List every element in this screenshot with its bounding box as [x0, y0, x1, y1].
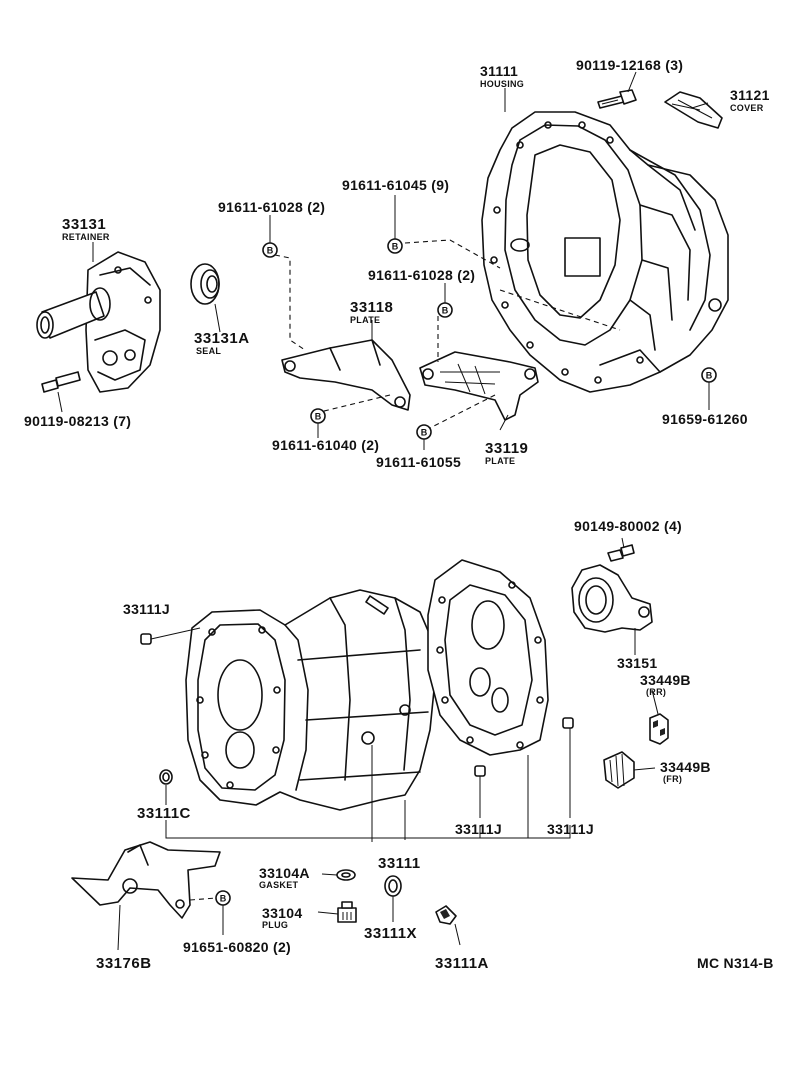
- part-name-33449b-fr: (FR): [663, 774, 682, 784]
- pin-33111j-b-drawing: [474, 765, 486, 777]
- cover-31121-drawing: [664, 91, 723, 129]
- part-number-33131: 33131: [62, 216, 106, 233]
- seal-33131a-drawing: [190, 263, 220, 305]
- part-number-31111: 31111: [480, 63, 518, 79]
- clutch-housing-drawing: [481, 111, 729, 393]
- pin-33111c-drawing: [159, 769, 173, 785]
- bolt-mark-text: B: [315, 412, 322, 422]
- bolt-90149-80002-drawing: [607, 544, 635, 562]
- adapter-plate-drawing: [427, 559, 549, 756]
- part-name-33131a: SEAL: [196, 346, 221, 356]
- part-name-31111: HOUSING: [480, 79, 524, 89]
- part-number-33111a: 33111A: [435, 955, 489, 972]
- part-number-90149-80002: 90149-80002 (4): [574, 518, 682, 534]
- part-number-33449b-fr: 33449B: [660, 759, 711, 775]
- bolt-90119-08213-drawing: [41, 371, 81, 393]
- part-number-90119-12168: 90119-12168 (3): [576, 57, 683, 73]
- plate-33118-drawing: [281, 339, 411, 411]
- pin-33111j-c-drawing: [562, 717, 574, 729]
- retainer-33131-drawing: [36, 251, 161, 393]
- part-number-33104a: 33104A: [259, 865, 310, 881]
- part-name-33119: PLATE: [485, 456, 515, 466]
- bolt-mark-text: B: [267, 246, 274, 256]
- gasket-33104a-drawing: [336, 869, 356, 881]
- part-number-91611-61028-b: 91611-61028 (2): [368, 267, 475, 283]
- bolt-mark-text: B: [421, 428, 428, 438]
- bolt-mark-text: B: [442, 306, 449, 316]
- bolt-mark-91611-61055: B: [416, 424, 432, 440]
- part-number-33111j-c: 33111J: [547, 821, 594, 837]
- part-number-91659-61260: 91659-61260: [662, 411, 748, 427]
- part-number-33118: 33118: [350, 299, 393, 316]
- part-number-31121: 31121: [730, 87, 770, 103]
- part-number-33111j-a: 33111J: [123, 601, 170, 617]
- bolt-mark-text: B: [392, 242, 399, 252]
- bolt-mark-91611-61028-a: B: [262, 242, 278, 258]
- part-name-33449b-rr: (RR): [646, 687, 666, 697]
- part-number-91611-61045: 91611-61045 (9): [342, 177, 449, 193]
- part-name-33104: PLUG: [262, 920, 288, 930]
- sleeve-33449b-fr-drawing: [603, 751, 635, 789]
- part-number-91651-60820: 91651-60820 (2): [183, 939, 291, 955]
- part-name-33104a: GASKET: [259, 880, 299, 890]
- plug-33104-drawing: [337, 901, 357, 923]
- part-number-33176b: 33176B: [96, 955, 152, 972]
- part-number-33151: 33151: [617, 655, 657, 671]
- part-name-33131: RETAINER: [62, 232, 110, 242]
- oring-33111x-drawing: [384, 875, 402, 897]
- bolt-mark-91659-61260: B: [701, 367, 717, 383]
- bearing-retainer-33151-drawing: [571, 564, 653, 633]
- part-number-33131a: 33131A: [194, 330, 250, 347]
- part-number-90119-08213: 90119-08213 (7): [24, 413, 131, 429]
- part-number-91611-61028-a: 91611-61028 (2): [218, 199, 325, 215]
- plug-33111a-drawing: [435, 905, 457, 925]
- bolt-mark-91611-61028-b: B: [437, 302, 453, 318]
- sleeve-33449b-rr-drawing: [649, 713, 669, 745]
- bolt-mark-91651-60820: B: [215, 890, 231, 906]
- part-number-33111c: 33111C: [137, 805, 191, 822]
- bolt-90119-12168-drawing: [597, 89, 637, 109]
- part-number-33104: 33104: [262, 905, 302, 921]
- bolt-mark-91611-61045: B: [387, 238, 403, 254]
- plate-33119-drawing: [419, 351, 539, 421]
- bracket-33176b-drawing: [71, 841, 221, 919]
- part-name-31121: COVER: [730, 103, 764, 113]
- transmission-case-33111-drawing: [185, 589, 435, 811]
- part-number-33449b-rr: 33449B: [640, 672, 691, 688]
- part-number-33111x: 33111X: [364, 925, 417, 942]
- part-number-91611-61055: 91611-61055: [376, 454, 461, 470]
- diagram-code: MC N314-B: [697, 955, 774, 971]
- pin-33111j-a-drawing: [140, 633, 152, 645]
- part-number-91611-61040: 91611-61040 (2): [272, 437, 379, 453]
- bolt-mark-91611-61040: B: [310, 408, 326, 424]
- part-number-33111: 33111: [378, 855, 421, 872]
- part-number-33119: 33119: [485, 440, 528, 457]
- part-number-33111j-b: 33111J: [455, 821, 502, 837]
- bolt-mark-text: B: [706, 371, 713, 381]
- bolt-mark-text: B: [220, 894, 227, 904]
- part-name-33118: PLATE: [350, 315, 380, 325]
